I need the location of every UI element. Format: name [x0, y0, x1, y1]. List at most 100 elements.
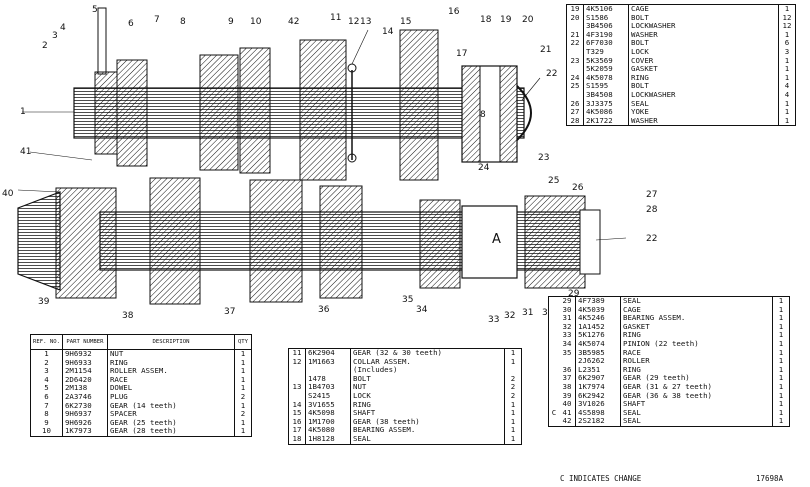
cell-pn: 1478 — [305, 374, 351, 384]
cell-ref: 1 — [31, 349, 63, 359]
cell-ref: 29 — [559, 297, 576, 306]
callout-label: 39 — [38, 297, 50, 307]
callout-label: 2 — [42, 41, 48, 51]
cell-c — [549, 349, 559, 358]
cell-pn: 2K1722 — [583, 116, 629, 126]
cell-c — [549, 323, 559, 332]
callout-label: 6 — [128, 19, 134, 29]
cell-ref: 26 — [567, 99, 584, 109]
cell-pn: 6K2942 — [575, 391, 621, 401]
cell-pn: 9H6932 — [62, 349, 108, 359]
cell-desc: CAGE — [620, 305, 773, 315]
cell-ref: 20 — [567, 13, 584, 23]
cell-pn: 6K2730 — [62, 401, 108, 411]
cell-qty: 1 — [240, 349, 246, 358]
cell-desc: GEAR (38 teeth) — [350, 417, 505, 427]
callout-label: 14 — [382, 27, 394, 37]
cell-qty: 1 — [784, 56, 790, 65]
cell-pn: 2D6420 — [62, 375, 108, 385]
cell-desc: LOCK — [350, 391, 505, 401]
callout-label: 29 — [568, 289, 580, 299]
cell-qty: 1 — [240, 367, 246, 376]
cell-desc: (Includes) — [350, 366, 505, 375]
cell-qty: 1 — [240, 427, 246, 436]
lower-shaft — [17, 177, 601, 305]
cell-ref — [289, 391, 306, 401]
cell-ref: 14 — [289, 400, 306, 410]
cell-qty: 1 — [510, 426, 516, 435]
cell-pn: 2A3746 — [62, 392, 108, 402]
drawing-number: 17698A — [756, 474, 784, 483]
cell-ref: 34 — [559, 339, 576, 349]
cell-desc: LOCK — [628, 47, 779, 57]
cell-desc: WASHER — [628, 30, 779, 40]
cell-qty: 1 — [778, 400, 784, 409]
cell-pn: 2M138 — [62, 384, 108, 393]
cell-pn: 1M1663 — [305, 357, 351, 367]
cell-desc: PLUG — [107, 392, 236, 402]
cell-pn: S1586 — [583, 13, 629, 23]
cell-pn: T329 — [583, 47, 629, 57]
cell-pn: 1H8128 — [305, 434, 351, 444]
cell-ref: 22 — [567, 39, 584, 48]
callout-label: 22 — [546, 69, 557, 79]
cell-qty: 2 — [240, 410, 246, 419]
callout-label: 5 — [92, 5, 98, 15]
cell-desc: YOKE — [628, 108, 779, 117]
cell-qty: 1 — [510, 400, 516, 409]
cell-ref: 25 — [567, 82, 584, 91]
cell-pn: 4K5074 — [575, 339, 621, 349]
cell-ref: 39 — [559, 391, 576, 401]
cell-desc: RING — [107, 358, 236, 368]
callout-label: 8 — [180, 17, 186, 27]
callout-label: 38 — [122, 311, 134, 321]
cell-qty: 1 — [778, 314, 784, 323]
cell-pn: 3J3375 — [583, 99, 629, 109]
cell-pn: S2415 — [305, 391, 351, 401]
cell-c — [549, 392, 559, 401]
cell-ref: 21 — [567, 30, 584, 40]
callout-label: 27 — [646, 190, 657, 200]
cell-qty: 1 — [778, 305, 784, 314]
cell-qty: 1 — [240, 358, 246, 367]
cell-pn: 4K5246 — [575, 314, 621, 323]
cell-pn: S1595 — [583, 82, 629, 91]
cell-qty: 1 — [510, 409, 516, 418]
cell-ref: 4 — [31, 375, 63, 385]
cell-pn: 3B4508 — [583, 90, 629, 100]
cell-desc: SHAFT — [350, 409, 505, 418]
callout-label: 35 — [402, 295, 413, 305]
callout-label: 22 — [646, 234, 657, 244]
cell-desc: SPACER — [107, 410, 236, 419]
cell-qty — [505, 366, 522, 375]
cell-pn: 9H6937 — [62, 410, 108, 419]
cell-ref — [567, 90, 584, 100]
cell-desc: SEAL — [620, 408, 773, 418]
cell-pn: 9H6926 — [62, 418, 108, 428]
cell-pn: 2S2182 — [575, 417, 621, 426]
cell-qty: 1 — [510, 349, 516, 357]
cell-qty: 1 — [778, 297, 784, 305]
cell-pn: 6K2907 — [575, 374, 621, 383]
